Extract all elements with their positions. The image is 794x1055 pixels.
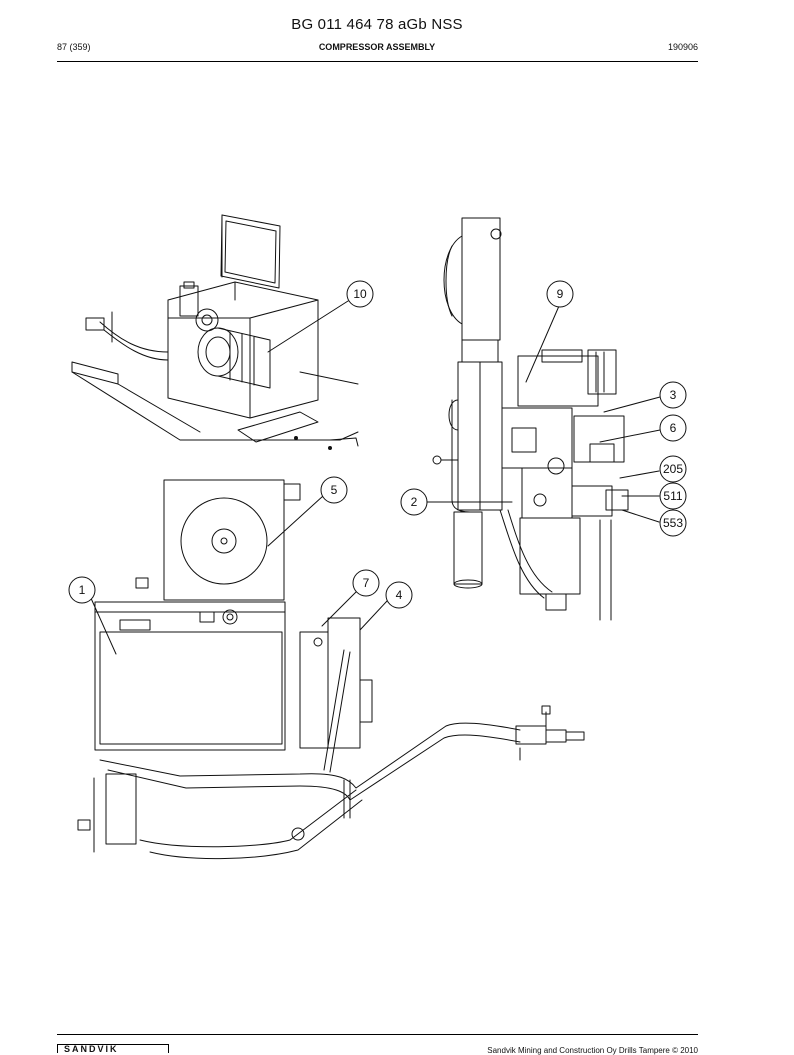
svg-text:10: 10 — [353, 287, 367, 301]
front-view — [77, 479, 585, 860]
isometric-view — [71, 214, 359, 450]
sandvik-logo: SANDVIK — [57, 1044, 169, 1053]
leader-lines — [89, 300, 661, 655]
callout-7: 7 — [352, 569, 380, 597]
callout-10: 10 — [346, 280, 374, 308]
callout-2: 2 — [400, 488, 428, 516]
document-title: BG 011 464 78 aGb NSS — [291, 16, 463, 33]
svg-text:2: 2 — [411, 495, 418, 509]
svg-text:6: 6 — [670, 421, 677, 435]
side-view — [432, 217, 629, 621]
callout-511: 511 — [659, 482, 687, 510]
callout-5: 5 — [320, 476, 348, 504]
callout-9: 9 — [546, 280, 574, 308]
svg-text:7: 7 — [363, 576, 370, 590]
header-rule — [57, 61, 698, 62]
section-title: COMPRESSOR ASSEMBLY — [318, 42, 436, 52]
callout-6: 6 — [659, 414, 687, 442]
svg-text:3: 3 — [670, 388, 677, 402]
copyright-notice: Sandvik Mining and Construction Oy Drill… — [487, 1046, 698, 1055]
callout-205: 205 — [659, 455, 687, 483]
svg-text:9: 9 — [557, 287, 564, 301]
svg-text:553: 553 — [663, 516, 683, 530]
footer-rule — [57, 1034, 698, 1035]
svg-text:5: 5 — [331, 483, 338, 497]
svg-text:4: 4 — [396, 588, 403, 602]
svg-text:1: 1 — [79, 583, 86, 597]
callout-1: 1 — [68, 576, 96, 604]
date-code: 190906 — [667, 42, 698, 52]
svg-text:205: 205 — [663, 462, 683, 476]
page-reference: 87 (359) — [57, 42, 91, 52]
callout-3: 3 — [659, 381, 687, 409]
callout-553: 553 — [659, 509, 687, 537]
callout-4: 4 — [385, 581, 413, 609]
svg-text:511: 511 — [663, 489, 682, 503]
